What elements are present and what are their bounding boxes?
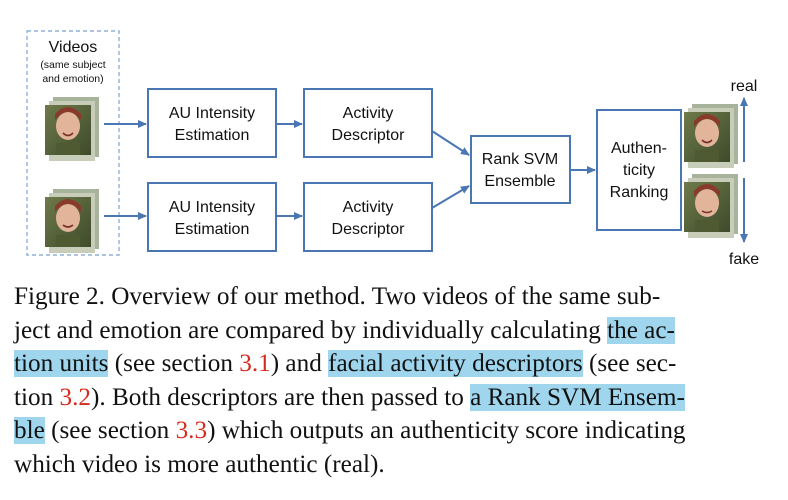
caption-text: (see section (44, 417, 176, 445)
caption-text: tion (14, 383, 60, 411)
highlight-action-units: the ac- (607, 316, 675, 344)
rank-svm-line1: Rank SVM (482, 151, 558, 168)
caption-text: Figure 2. Overview of our method. Two vi… (14, 283, 661, 310)
videos-title: Videos (49, 39, 98, 56)
authenticity-line2: ticity (623, 162, 655, 179)
rank-svm-line2: Ensemble (484, 173, 555, 190)
highlight-facial-activity-descriptors: facial activity descriptors (328, 350, 583, 378)
arrow-activity1-to-ranksvm (431, 130, 470, 156)
authenticity-line3: Ranking (610, 184, 669, 201)
output-thumbnail-fake (684, 174, 738, 238)
au-intensity-box-1 (147, 88, 277, 158)
activity-box2-line1: Activity (343, 199, 394, 216)
caption-text: ject and emotion are compared by individ… (14, 316, 608, 344)
au-box2-line1: AU Intensity (169, 199, 255, 216)
activity-box1-line1: Activity (343, 105, 394, 122)
caption-text: ) and (270, 350, 329, 378)
authenticity-ranking-box (596, 109, 682, 231)
method-overview-diagram: Videos (same subject and emotion) AU Int… (26, 30, 759, 268)
videos-note-line2: and emotion) (42, 73, 103, 85)
figure-caption: Figure 2. Overview of our method. Two vi… (14, 280, 778, 482)
authenticity-line1: Authen- (611, 140, 667, 157)
section-ref-3-3[interactable]: 3.3 (175, 417, 208, 445)
highlight-rank-svm-ensemble-cont: ble (14, 417, 45, 445)
caption-text: ). Both descriptors are then passed to (90, 383, 471, 411)
videos-group-frame (26, 30, 120, 256)
caption-text: (see section (108, 350, 240, 378)
arrow-activity2-to-ranksvm (431, 185, 470, 209)
activity-descriptor-box-1 (303, 88, 433, 158)
label-real: real (731, 78, 758, 95)
videos-note-line1: (same subject (40, 59, 105, 71)
caption-text: (see sec- (582, 350, 677, 378)
video-thumbnail-1 (45, 97, 99, 161)
activity-box1-line2: Descriptor (332, 127, 406, 144)
activity-descriptor-box-2 (303, 182, 433, 252)
au-intensity-box-2 (147, 182, 277, 252)
caption-text: ) which outputs an authenticity score in… (207, 417, 686, 445)
highlight-rank-svm-ensemble: a Rank SVM Ensem- (470, 383, 685, 411)
output-thumbnail-real (684, 104, 738, 168)
label-fake: fake (729, 251, 759, 268)
au-box1-line1: AU Intensity (169, 105, 255, 122)
highlight-action-units-cont: tion units (14, 350, 109, 378)
video-thumbnail-2 (45, 189, 99, 253)
activity-box2-line2: Descriptor (332, 221, 406, 238)
caption-text: which video is more authentic (real). (14, 450, 385, 478)
au-box1-line2: Estimation (175, 127, 250, 144)
au-box2-line2: Estimation (175, 221, 250, 238)
section-ref-3-1[interactable]: 3.1 (239, 350, 271, 378)
section-ref-3-2[interactable]: 3.2 (59, 383, 91, 411)
rank-svm-ensemble-box (470, 135, 571, 204)
